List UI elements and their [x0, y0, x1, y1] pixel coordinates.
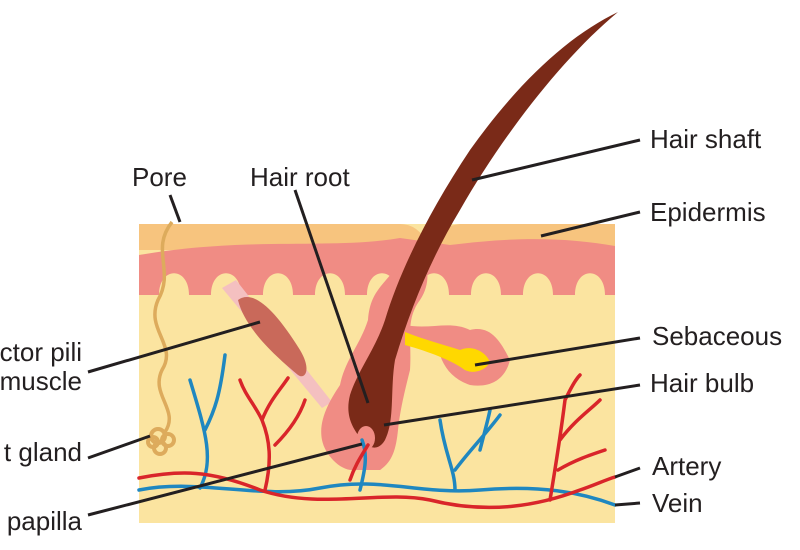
label-hair-shaft: Hair shaft — [650, 124, 762, 154]
label-hair-root: Hair root — [250, 162, 350, 192]
label-artery: Artery — [652, 451, 721, 481]
label-arrector-pili-line2: muscle — [0, 366, 82, 396]
hair-shaft-and-root — [348, 12, 618, 448]
sweat-gland — [146, 427, 176, 456]
label-arrector-pili-line1: ctor pili — [0, 337, 82, 367]
label-papilla: papilla — [7, 506, 83, 536]
sebum — [405, 332, 490, 372]
label-sebaceous: Sebaceous — [652, 321, 782, 351]
sweat-duct — [153, 220, 174, 433]
label-sweat-gland: t gland — [4, 437, 82, 467]
arteries — [137, 373, 617, 510]
arrector-pili-muscle — [222, 280, 332, 408]
label-epidermis: Epidermis — [650, 197, 766, 227]
epidermis-basal-layer — [139, 238, 615, 295]
label-pore: Pore — [132, 162, 187, 192]
label-vein: Vein — [652, 488, 703, 518]
leader-lines — [87, 138, 641, 517]
label-hair-bulb: Hair bulb — [650, 368, 754, 398]
